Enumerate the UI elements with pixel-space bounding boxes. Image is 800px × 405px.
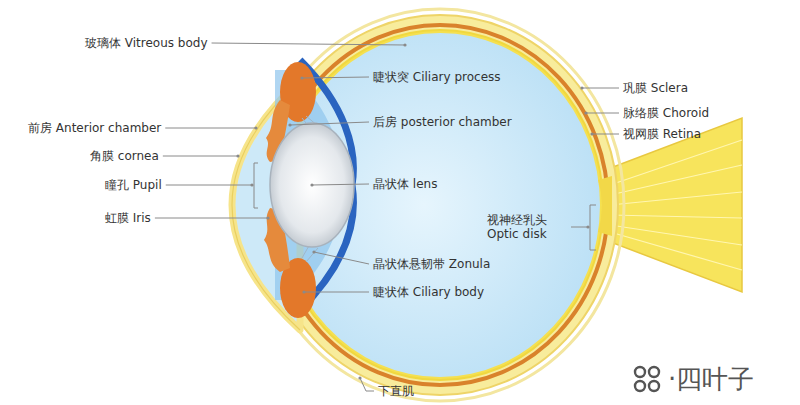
leader-line xyxy=(304,292,369,293)
part-label: 脉络膜 Choroid xyxy=(623,106,709,120)
part-label: 视神经乳头 Optic disk xyxy=(487,213,567,241)
leader-line xyxy=(155,218,268,219)
leader-line xyxy=(163,156,238,157)
leader-dot xyxy=(590,132,593,135)
leader-dot xyxy=(358,376,361,379)
leader-line xyxy=(312,184,369,185)
part-label: 晶状体悬韧带 Zonula xyxy=(373,257,490,271)
outer-band xyxy=(256,9,624,401)
leader-line xyxy=(166,185,252,186)
leader-dot xyxy=(312,250,315,253)
leader-dot xyxy=(254,126,257,129)
part-label: 虹膜 Iris xyxy=(105,211,151,225)
part-label: 晶状体 lens xyxy=(373,177,437,191)
part-label: 下直肌 xyxy=(378,384,414,398)
nerve-fibres xyxy=(610,140,742,270)
part-label: 巩膜 Sclera xyxy=(623,81,688,95)
leader-line xyxy=(212,43,405,45)
part-label: 角膜 cornea xyxy=(90,149,159,163)
leader-line xyxy=(592,134,619,135)
pupil-bracket xyxy=(254,163,258,208)
leader-dot xyxy=(580,86,583,89)
leader-dot xyxy=(250,183,253,186)
leader-line xyxy=(302,77,369,78)
leader-line xyxy=(582,88,619,89)
leader-dot xyxy=(236,154,239,157)
leader-line xyxy=(586,113,619,114)
part-label: 睫状突 Ciliary process xyxy=(373,70,501,84)
leader-dot xyxy=(302,290,305,293)
watermark-logo xyxy=(635,367,659,391)
leader-dot xyxy=(403,43,406,46)
leader-line xyxy=(571,227,588,228)
part-label: 睫状体 Ciliary body xyxy=(373,285,484,299)
watermark: ·四叶子 xyxy=(668,364,754,394)
leader-dot xyxy=(266,216,269,219)
leader-dot xyxy=(288,123,291,126)
leader-dot xyxy=(584,111,587,114)
optic-bracket xyxy=(590,205,596,250)
part-label: 瞳孔 Pupil xyxy=(105,178,162,192)
leader-line xyxy=(290,122,369,125)
leader-line xyxy=(360,378,374,391)
leader-line xyxy=(314,252,369,264)
sclera xyxy=(262,15,618,395)
lens xyxy=(270,123,354,247)
optic-disk xyxy=(598,176,612,236)
leader-dot xyxy=(310,183,313,186)
watermark-panel xyxy=(622,356,794,400)
part-label: 后房 posterior chamber xyxy=(373,115,512,129)
leader-line xyxy=(165,128,256,129)
leader-dot xyxy=(300,76,303,79)
optic-nerve xyxy=(600,118,742,292)
leader-dot xyxy=(586,225,589,228)
part-label: 玻璃体 Vitreous body xyxy=(85,36,208,50)
part-label: 视网膜 Retina xyxy=(623,127,701,141)
part-label: 前房 Anterior chamber xyxy=(28,121,161,135)
